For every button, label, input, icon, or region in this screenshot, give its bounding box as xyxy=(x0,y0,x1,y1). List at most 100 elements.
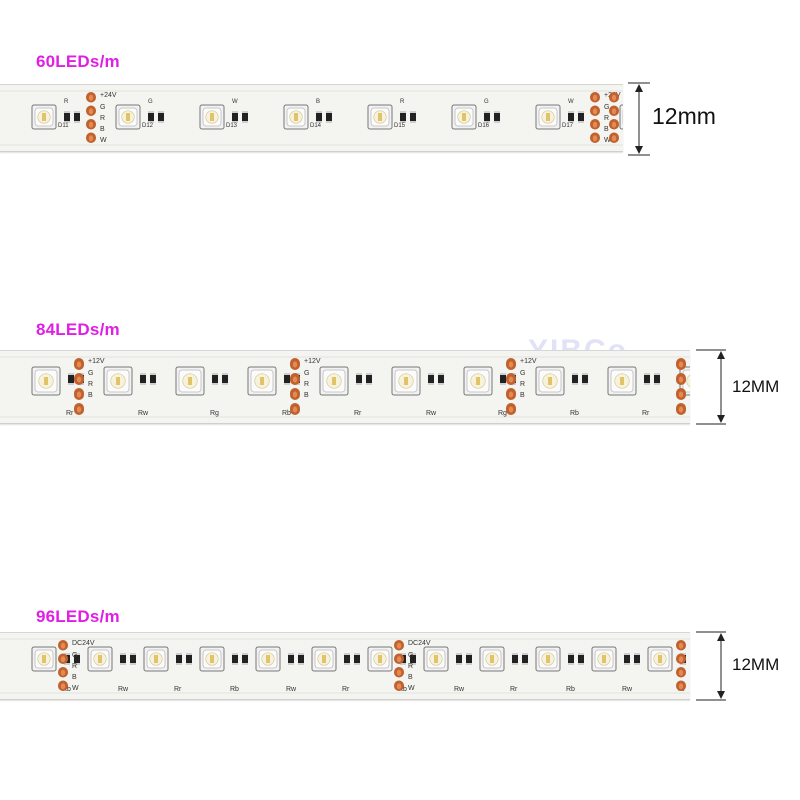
channel-mark: W xyxy=(408,685,415,692)
resistor-icon xyxy=(366,373,372,385)
resistor-icon xyxy=(316,111,322,123)
pad-highlight xyxy=(611,108,617,115)
resistor-mark: Rw xyxy=(138,410,149,417)
resistor-cap xyxy=(316,111,322,113)
resistor-icon xyxy=(148,111,154,123)
resistor-cap xyxy=(242,121,248,123)
resistor-icon xyxy=(578,111,584,123)
resistor-mark: Rr xyxy=(342,686,350,693)
resistor-cap xyxy=(130,663,136,665)
pad-highlight xyxy=(396,656,402,663)
resistor-cap xyxy=(410,653,416,655)
channel-mark: G xyxy=(604,104,609,111)
pad-highlight xyxy=(508,361,514,368)
resistor-icon xyxy=(522,653,528,665)
resistor-cap xyxy=(64,663,70,665)
resistor-icon xyxy=(356,373,362,385)
resistor-cap xyxy=(326,121,332,123)
resistor-cap xyxy=(522,653,528,655)
led-phosphor xyxy=(210,113,214,121)
resistor-mark: Rg xyxy=(498,410,507,417)
channel-mark: R xyxy=(604,115,609,122)
led-phosphor xyxy=(294,113,298,121)
resistor-cap xyxy=(578,653,584,655)
resistor-cap xyxy=(284,373,290,375)
resistor-cap xyxy=(232,663,238,665)
pad-highlight xyxy=(678,376,684,383)
resistor-cap xyxy=(500,383,506,385)
pad-highlight xyxy=(678,669,684,676)
resistor-cap xyxy=(568,663,574,665)
designator-mark: D17 xyxy=(562,123,574,129)
width-label: 12mm xyxy=(652,103,716,129)
resistor-cap xyxy=(644,373,650,375)
resistor-mark: Rr xyxy=(66,410,74,417)
channel-mark: W xyxy=(604,137,611,144)
resistor-cap xyxy=(74,111,80,113)
resistor-cap xyxy=(326,111,332,113)
led-phosphor xyxy=(434,655,438,663)
pad-highlight xyxy=(592,94,598,101)
resistor-cap xyxy=(568,121,574,123)
resistor-cap xyxy=(456,663,462,665)
resistor-cap xyxy=(284,383,290,385)
resistor-cap xyxy=(484,111,490,113)
width-dimension-96 xyxy=(694,631,728,701)
resistor-cap xyxy=(494,121,500,123)
voltage-mark: DC24V xyxy=(72,640,95,647)
led-phosphor xyxy=(658,655,662,663)
resistor-mark: Rg xyxy=(210,410,219,417)
resistor-cap xyxy=(242,663,248,665)
resistor-icon xyxy=(232,653,238,665)
led-phosphor xyxy=(116,377,120,385)
resistor-mark: Rr xyxy=(510,686,518,693)
strip-circuit-96: RbDC24VGRBWRwRrRbRwRrRbDC24VGRBWRwRrRbRw… xyxy=(0,633,690,699)
voltage-mark: DC24V xyxy=(408,640,431,647)
led-phosphor xyxy=(126,113,130,121)
pad-highlight xyxy=(611,121,617,128)
channel-mark: R xyxy=(100,115,105,122)
resistor-cap xyxy=(484,121,490,123)
led-phosphor xyxy=(260,377,264,385)
led-phosphor xyxy=(378,113,382,121)
density-label: 96LEDs/m xyxy=(36,607,120,626)
resistor-cap xyxy=(176,653,182,655)
pad-highlight xyxy=(678,361,684,368)
led-phosphor xyxy=(378,655,382,663)
resistor-cap xyxy=(148,121,154,123)
channel-mark: R xyxy=(72,663,77,670)
resistor-icon xyxy=(354,653,360,665)
channel-mark: B xyxy=(604,126,609,133)
resistor-icon xyxy=(624,653,630,665)
resistor-cap xyxy=(158,111,164,113)
resistor-icon xyxy=(68,373,74,385)
channel-mark: R xyxy=(304,381,309,388)
resistor-icon xyxy=(484,111,490,123)
strip-substrate xyxy=(0,85,623,151)
led-phosphor xyxy=(602,655,606,663)
pad-highlight xyxy=(76,406,82,413)
resistor-cap xyxy=(466,653,472,655)
pad-highlight xyxy=(88,94,94,101)
led-phosphor xyxy=(98,655,102,663)
resistor-cap xyxy=(582,373,588,375)
resistor-cap xyxy=(578,663,584,665)
resistor-icon xyxy=(500,373,506,385)
resistor-cap xyxy=(680,663,686,665)
led-strip-60: D11R+24VGRBWD12GD13WD14BD15RD16GD17W+24V… xyxy=(0,84,623,152)
resistor-cap xyxy=(354,653,360,655)
resistor-cap xyxy=(366,383,372,385)
led-strip-96: RbDC24VGRBWRwRrRbRwRrRbDC24VGRBWRwRrRbRw… xyxy=(0,632,690,700)
resistor-icon xyxy=(176,653,182,665)
resistor-icon xyxy=(186,653,192,665)
pad-highlight xyxy=(592,108,598,115)
resistor-cap xyxy=(568,111,574,113)
resistor-icon xyxy=(64,111,70,123)
resistor-cap xyxy=(466,663,472,665)
resistor-icon xyxy=(288,653,294,665)
resistor-cap xyxy=(366,373,372,375)
channel-mark: R xyxy=(520,381,525,388)
resistor-icon xyxy=(74,653,80,665)
width-dimension-84 xyxy=(694,349,728,425)
resistor-icon xyxy=(494,111,500,123)
